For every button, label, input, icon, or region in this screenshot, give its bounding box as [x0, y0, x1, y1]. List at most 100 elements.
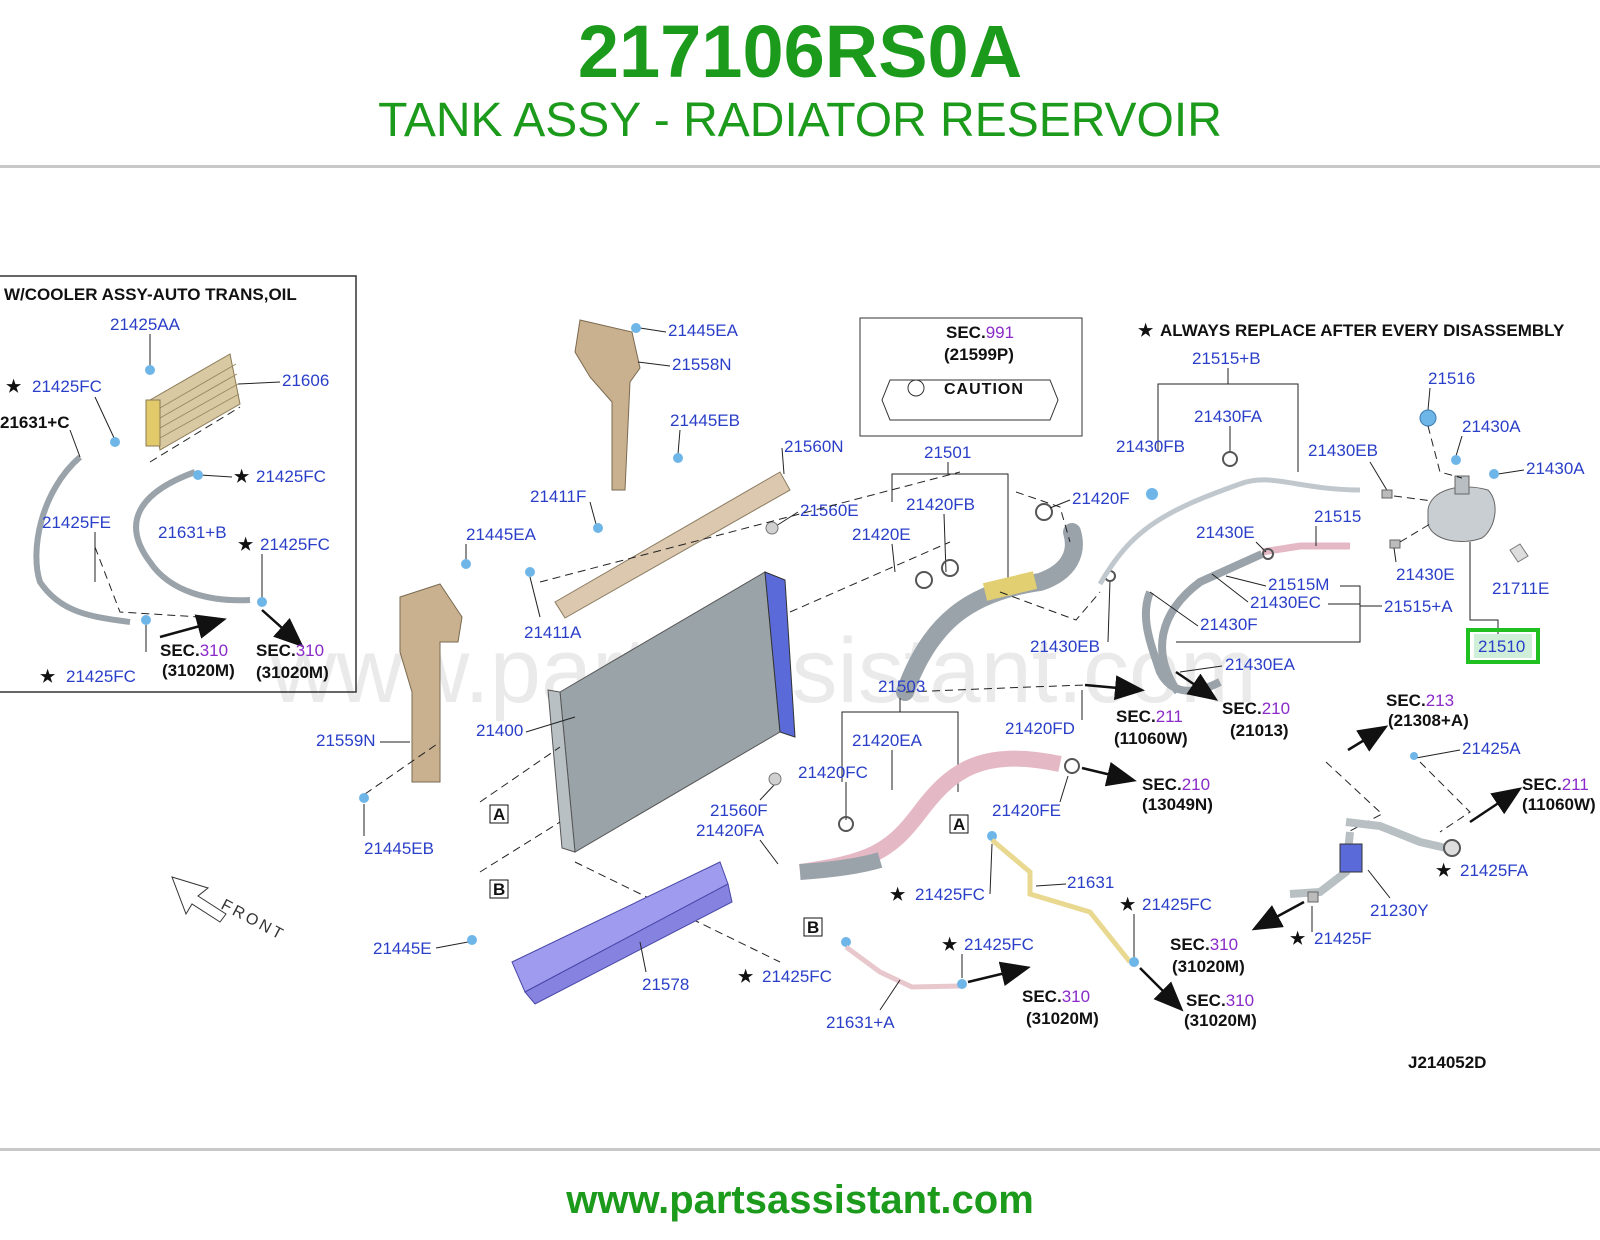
oil-cooler-hose — [990, 838, 1132, 964]
arrow — [1347, 725, 1389, 752]
callout-21445EB: 21445EB — [364, 839, 434, 858]
sec-ref-code: (31020M) — [1026, 1009, 1099, 1028]
clip-icon — [593, 523, 603, 533]
view-marker-b — [803, 917, 823, 937]
callout-21430E: 21430E — [1396, 565, 1455, 584]
footer-url[interactable]: www.partsassistant.com — [566, 1178, 1034, 1222]
air-guide-upper — [574, 319, 641, 491]
callout-21425FE: 21425FE — [42, 513, 111, 532]
callout-21430A: 21430A — [1526, 459, 1585, 478]
view-marker-a-label: A — [953, 815, 965, 834]
part-number-title: 217106RS0A — [577, 10, 1023, 93]
clip-icon — [631, 323, 641, 333]
callout-21516: 21516 — [1428, 369, 1475, 388]
callout-21515-b: 21515+B — [1192, 349, 1261, 368]
callout-21430FB: 21430FB — [1116, 437, 1185, 456]
callout-21420FC: 21420FC — [798, 763, 868, 782]
reservoir-hose-return — [1158, 550, 1264, 695]
upper-seal — [554, 471, 791, 619]
star-icon: ★ — [1120, 895, 1136, 914]
callout-21420EA: 21420EA — [852, 731, 923, 750]
callout-21230Y: 21230Y — [1370, 901, 1429, 920]
sec-ref-code: (31020M) — [1172, 957, 1245, 976]
callout-21400: 21400 — [476, 721, 523, 740]
clip-icon — [467, 935, 477, 945]
hose-clamp-icon — [915, 571, 933, 589]
callout-21560N: 21560N — [784, 437, 844, 456]
callout-21411A: 21411A — [524, 623, 582, 642]
hose-sleeve — [982, 571, 1038, 601]
clip-icon — [110, 437, 120, 447]
hose-clamp-icon — [1035, 503, 1053, 521]
callout-21578: 21578 — [642, 975, 689, 994]
hose-clamp-icon — [941, 559, 959, 577]
oil-cooler-hose-a — [844, 944, 961, 990]
sec-ref-310: SEC.310 — [1186, 991, 1254, 1010]
clip-icon — [525, 567, 535, 577]
sec-ref-210: SEC.210 — [1222, 699, 1290, 718]
clip-icon — [193, 470, 203, 480]
callout-21430EB: 21430EB — [1308, 441, 1378, 460]
clip-icon — [1410, 752, 1418, 760]
callout-21425FC: 21425FC — [964, 935, 1034, 954]
callout-21430FA: 21430FA — [1194, 407, 1263, 426]
callout-21445EA: 21445EA — [466, 525, 537, 544]
drawing-code: J214052D — [1408, 1053, 1486, 1072]
star-icon: ★ — [1436, 861, 1452, 880]
lower-hose-metal — [799, 852, 883, 880]
view-marker-a — [949, 814, 969, 834]
replace-note: ALWAYS REPLACE AFTER EVERY DISASSEMBLY — [1160, 321, 1565, 340]
caution-cap-icon — [907, 379, 925, 397]
hose-clamp-icon — [1064, 758, 1080, 774]
sec-ref-211: SEC.211 — [1522, 775, 1589, 794]
callout-21606: 21606 — [282, 371, 329, 390]
diagram-canvas: www.partsassistant.com W/COOLER ASSY-AUT… — [0, 275, 1596, 1072]
parts-diagram: www.partsassistant.com W/COOLER ASSY-AUT… — [0, 172, 1600, 1162]
lower-seal — [511, 861, 733, 1005]
callout-21425F: 21425F — [1314, 929, 1372, 948]
view-marker-b — [489, 879, 509, 899]
star-icon: ★ — [238, 535, 254, 554]
callout-21711E: 21711E — [1492, 579, 1549, 598]
oil-cooler — [145, 353, 241, 451]
callout-21420FD: 21420FD — [1005, 719, 1075, 738]
sec-ref-code: (13049N) — [1142, 795, 1213, 814]
callout-21430F: 21430F — [1200, 615, 1258, 634]
highlight-fill — [1474, 634, 1532, 658]
callout-21420FA: 21420FA — [696, 821, 765, 840]
sec-ref-code: (21013) — [1230, 721, 1289, 740]
clip-icon — [1381, 489, 1393, 499]
hose-clamp-icon — [1222, 451, 1238, 467]
callout-21425FA: 21425FA — [1460, 861, 1529, 880]
callout-21430EC: 21430EC — [1250, 593, 1321, 612]
callout-21510[interactable]: 21510 — [1478, 637, 1525, 656]
sec-ref-code: (21308+A) — [1388, 711, 1469, 730]
caution-label-shape — [881, 379, 1059, 421]
clip-icon — [987, 831, 997, 841]
inset-box — [0, 275, 357, 693]
callout-21445E: 21445E — [373, 939, 432, 958]
clip-icon — [957, 979, 967, 989]
grommet-icon — [765, 521, 779, 535]
inset-title: W/COOLER ASSY-AUTO TRANS,OIL — [4, 285, 297, 304]
star-icon: ★ — [942, 935, 958, 954]
arrow — [1081, 762, 1137, 787]
callout-21430EB: 21430EB — [1030, 637, 1100, 656]
highlight-box — [1466, 628, 1540, 664]
callout-21631-b: 21631+B — [158, 523, 227, 542]
clip-icon — [673, 453, 683, 463]
callout-21445EB: 21445EB — [670, 411, 740, 430]
callout-21425FC: 21425FC — [66, 667, 136, 686]
star-icon: ★ — [738, 967, 754, 986]
front-label: FRONT — [218, 897, 288, 945]
clip-icon — [1489, 469, 1499, 479]
arrow — [1251, 900, 1305, 931]
callout-21631: 21631 — [1067, 873, 1114, 892]
sec-ref-310: SEC.310 — [1170, 935, 1238, 954]
star-icon: ★ — [1138, 321, 1154, 340]
radiator-core — [547, 571, 796, 853]
callout-21430EA: 21430EA — [1225, 655, 1296, 674]
thermostat-housing — [1289, 818, 1461, 898]
callout-21425FC: 21425FC — [915, 885, 985, 904]
hose-clamp-icon — [1262, 548, 1274, 560]
